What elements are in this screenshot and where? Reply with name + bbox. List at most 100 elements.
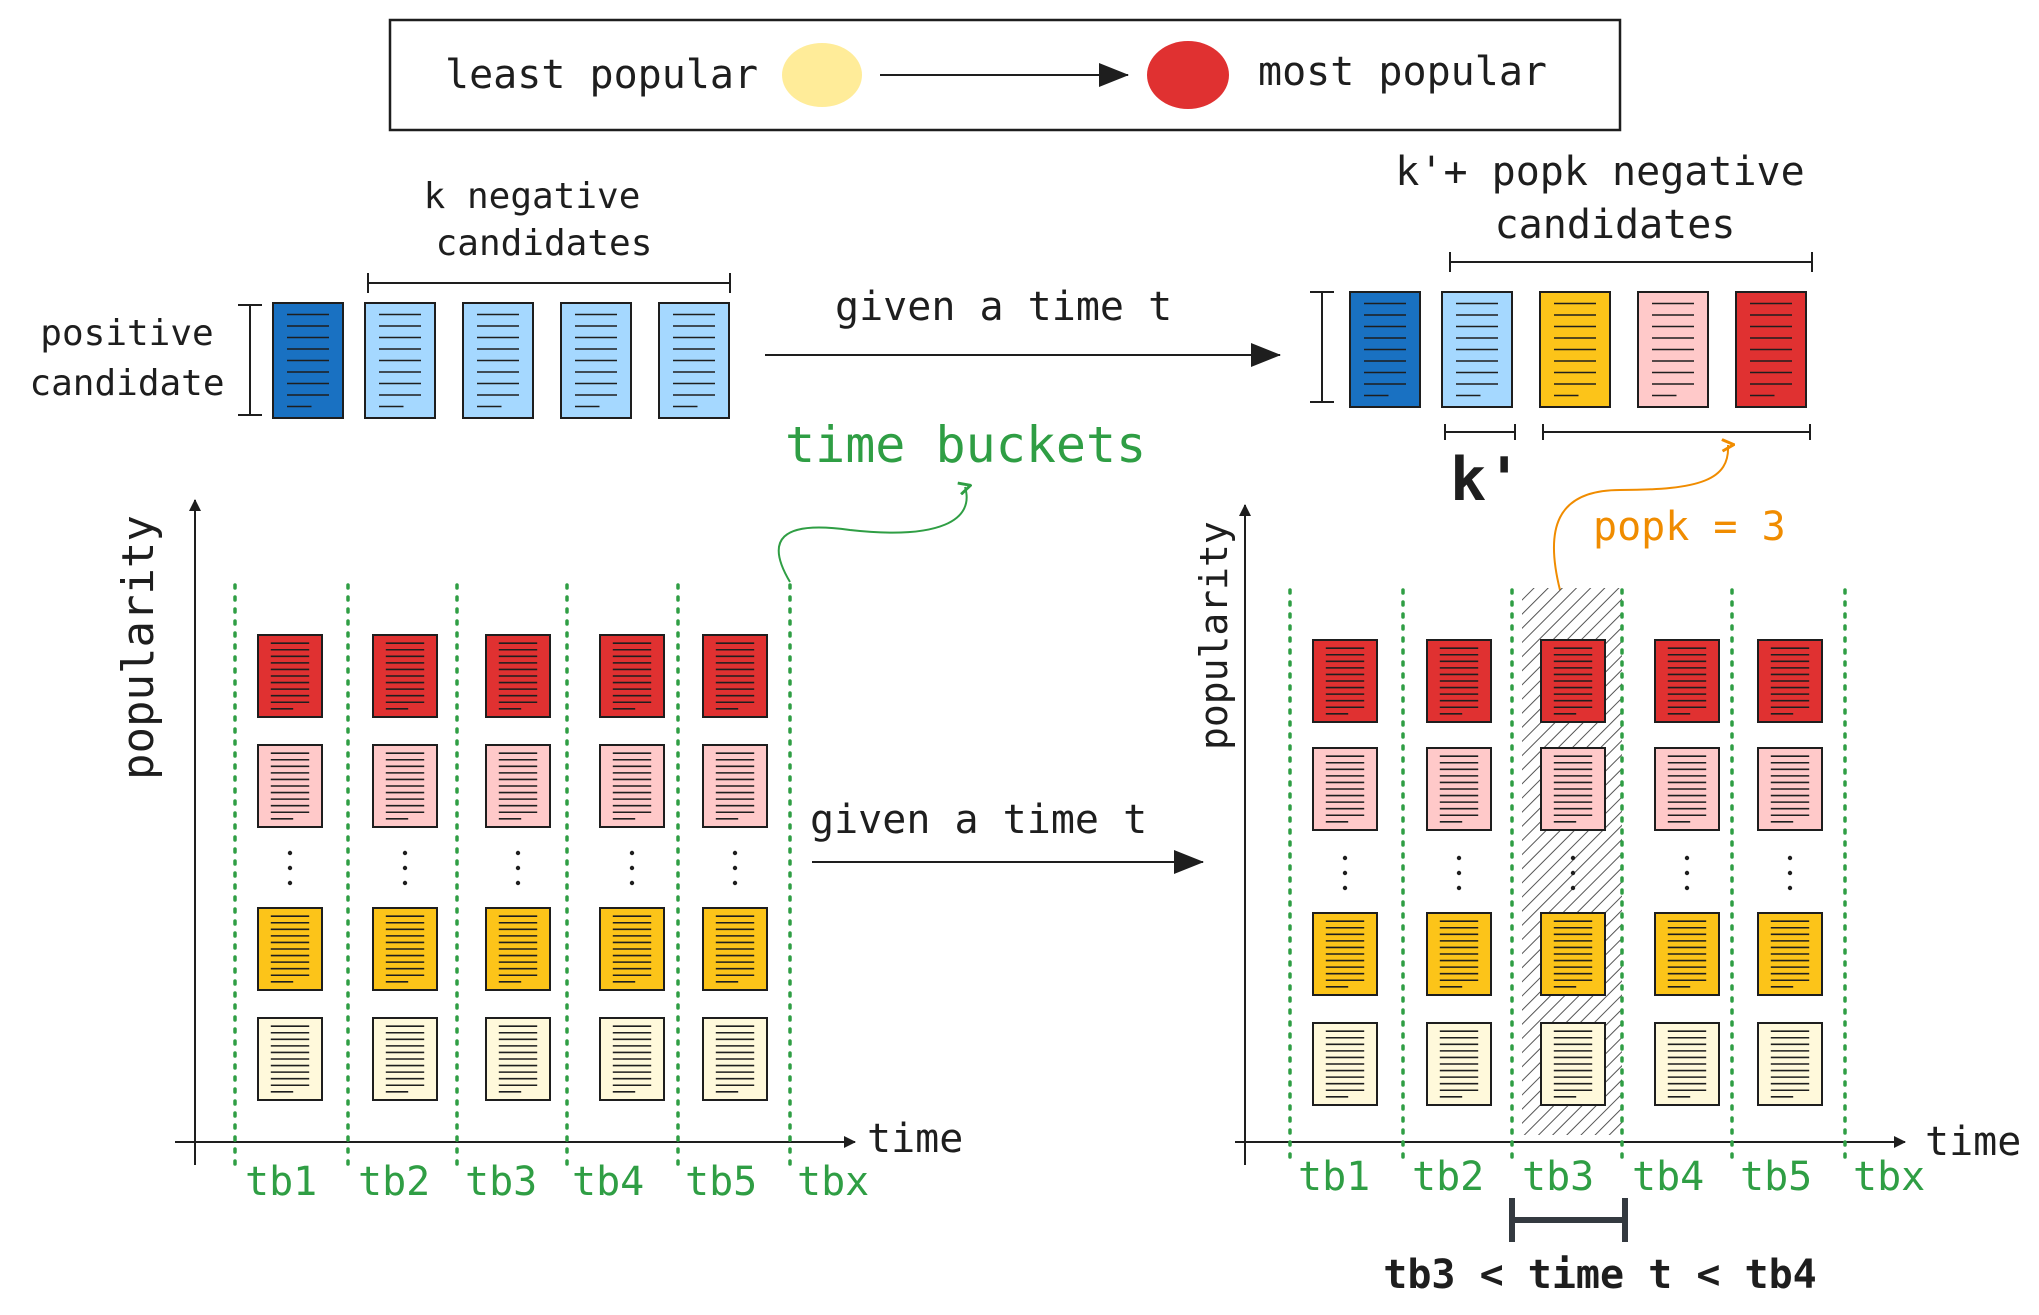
least-popular-doc xyxy=(485,1017,551,1101)
right-y-axis-label: popularity xyxy=(1192,521,1236,750)
left-x-axis-label: time xyxy=(867,1116,963,1162)
time-buckets-curved-arrow xyxy=(777,487,967,583)
legend-least-label: least popular xyxy=(445,52,758,98)
popk-doc-red xyxy=(1735,291,1807,408)
popk-label: popk = 3 xyxy=(1593,504,1786,550)
popk-doc-pink xyxy=(1637,291,1709,408)
legend-least-swatch xyxy=(782,43,862,107)
negative-doc xyxy=(560,302,632,419)
least-popular-doc xyxy=(599,1017,665,1101)
positive-doc xyxy=(272,302,344,419)
kprime-bracket xyxy=(1444,424,1516,440)
right-negatives-label-line1: k'+ popk negative xyxy=(1395,149,1804,195)
time-buckets-annotation: time buckets xyxy=(777,416,1146,583)
least-popular-doc xyxy=(1426,1022,1492,1106)
negative-doc xyxy=(658,302,730,419)
right-negatives-label-line2: candidates xyxy=(1495,202,1736,248)
less-popular-doc xyxy=(1540,912,1606,996)
negatives-label-line1: k negative xyxy=(424,176,641,217)
left-y-axis-label: popularity xyxy=(113,515,164,780)
popular-doc xyxy=(1757,747,1823,831)
ellipsis-dot xyxy=(1684,885,1690,891)
right-bucket-lines xyxy=(1288,588,1847,1167)
bucket-label-tb4: tb4 xyxy=(1632,1154,1704,1200)
condition-label: tb3 < time t < tb4 xyxy=(1383,1252,1816,1298)
top-right-doc-row xyxy=(1349,291,1807,408)
most-popular-doc xyxy=(599,634,665,718)
ellipsis-dot xyxy=(402,865,408,871)
ellipsis-dot xyxy=(732,880,738,886)
popular-doc xyxy=(485,744,551,828)
ellipsis-dot xyxy=(732,850,738,856)
less-popular-doc xyxy=(1312,912,1378,996)
most-popular-doc xyxy=(702,634,768,718)
kprime-negative-doc xyxy=(1441,291,1513,408)
positive-label-line1: positive xyxy=(40,313,213,354)
condition-bracket xyxy=(1509,1198,1628,1242)
left-doc-grid xyxy=(257,634,768,1101)
popk-bracket xyxy=(1542,424,1811,440)
ellipsis-dot xyxy=(1342,855,1348,861)
right-positive-bracket xyxy=(1310,291,1334,403)
legend-most-label: most popular xyxy=(1258,49,1547,95)
popular-doc xyxy=(599,744,665,828)
ellipsis-dot xyxy=(1787,885,1793,891)
least-popular-doc xyxy=(372,1017,438,1101)
bucket-label-tb5: tb5 xyxy=(1740,1154,1812,1200)
bucket-label-tbx: tbx xyxy=(797,1159,869,1205)
most-popular-doc xyxy=(372,634,438,718)
popular-doc xyxy=(1540,747,1606,831)
ellipsis-dot xyxy=(1456,855,1462,861)
less-popular-doc xyxy=(702,907,768,991)
bucket-label-tb4: tb4 xyxy=(572,1159,644,1205)
legend-most-swatch xyxy=(1147,41,1229,109)
least-popular-doc xyxy=(1654,1022,1720,1106)
negative-doc xyxy=(462,302,534,419)
less-popular-doc xyxy=(372,907,438,991)
negative-doc xyxy=(364,302,436,419)
popk-doc-yellow xyxy=(1539,291,1611,408)
ellipsis-dot xyxy=(402,850,408,856)
popular-doc xyxy=(257,744,323,828)
popular-doc xyxy=(372,744,438,828)
ellipsis-dot xyxy=(287,850,293,856)
less-popular-doc xyxy=(485,907,551,991)
least-popular-doc xyxy=(1312,1022,1378,1106)
bucket-label-tb3: tb3 xyxy=(1522,1154,1594,1200)
kprime-label: k' xyxy=(1450,445,1522,515)
right-negatives-bracket xyxy=(1449,252,1813,272)
least-popular-doc xyxy=(702,1017,768,1101)
less-popular-doc xyxy=(1426,912,1492,996)
legend: least popular most popular xyxy=(388,18,1622,132)
least-popular-doc xyxy=(257,1017,323,1101)
ellipsis-dot xyxy=(1684,855,1690,861)
ellipsis-dot xyxy=(1342,885,1348,891)
negatives-bracket xyxy=(367,273,731,293)
ellipsis-dot xyxy=(1684,870,1690,876)
ellipsis-dot xyxy=(1787,855,1793,861)
top-right-candidates: k'+ popk negative candidates k' popk = 3 xyxy=(1310,149,1813,591)
ellipsis-dot xyxy=(1456,885,1462,891)
ellipsis-dot xyxy=(629,850,635,856)
most-popular-doc xyxy=(1540,639,1606,723)
less-popular-doc xyxy=(1654,912,1720,996)
popular-doc xyxy=(1654,747,1720,831)
less-popular-doc xyxy=(257,907,323,991)
right-x-axis-label: time xyxy=(1925,1119,2021,1165)
bucket-label-tbx: tbx xyxy=(1853,1154,1925,1200)
ellipsis-dot xyxy=(515,850,521,856)
least-popular-doc xyxy=(1757,1022,1823,1106)
right-doc-grid xyxy=(1312,639,1823,1106)
top-arrow-group: given a time t xyxy=(765,284,1281,367)
less-popular-doc xyxy=(1757,912,1823,996)
popular-doc xyxy=(1312,747,1378,831)
ellipsis-dot xyxy=(1787,870,1793,876)
positive-bracket xyxy=(238,304,262,416)
top-left-doc-row xyxy=(272,302,730,419)
popk-curved-arrow xyxy=(1552,445,1728,591)
